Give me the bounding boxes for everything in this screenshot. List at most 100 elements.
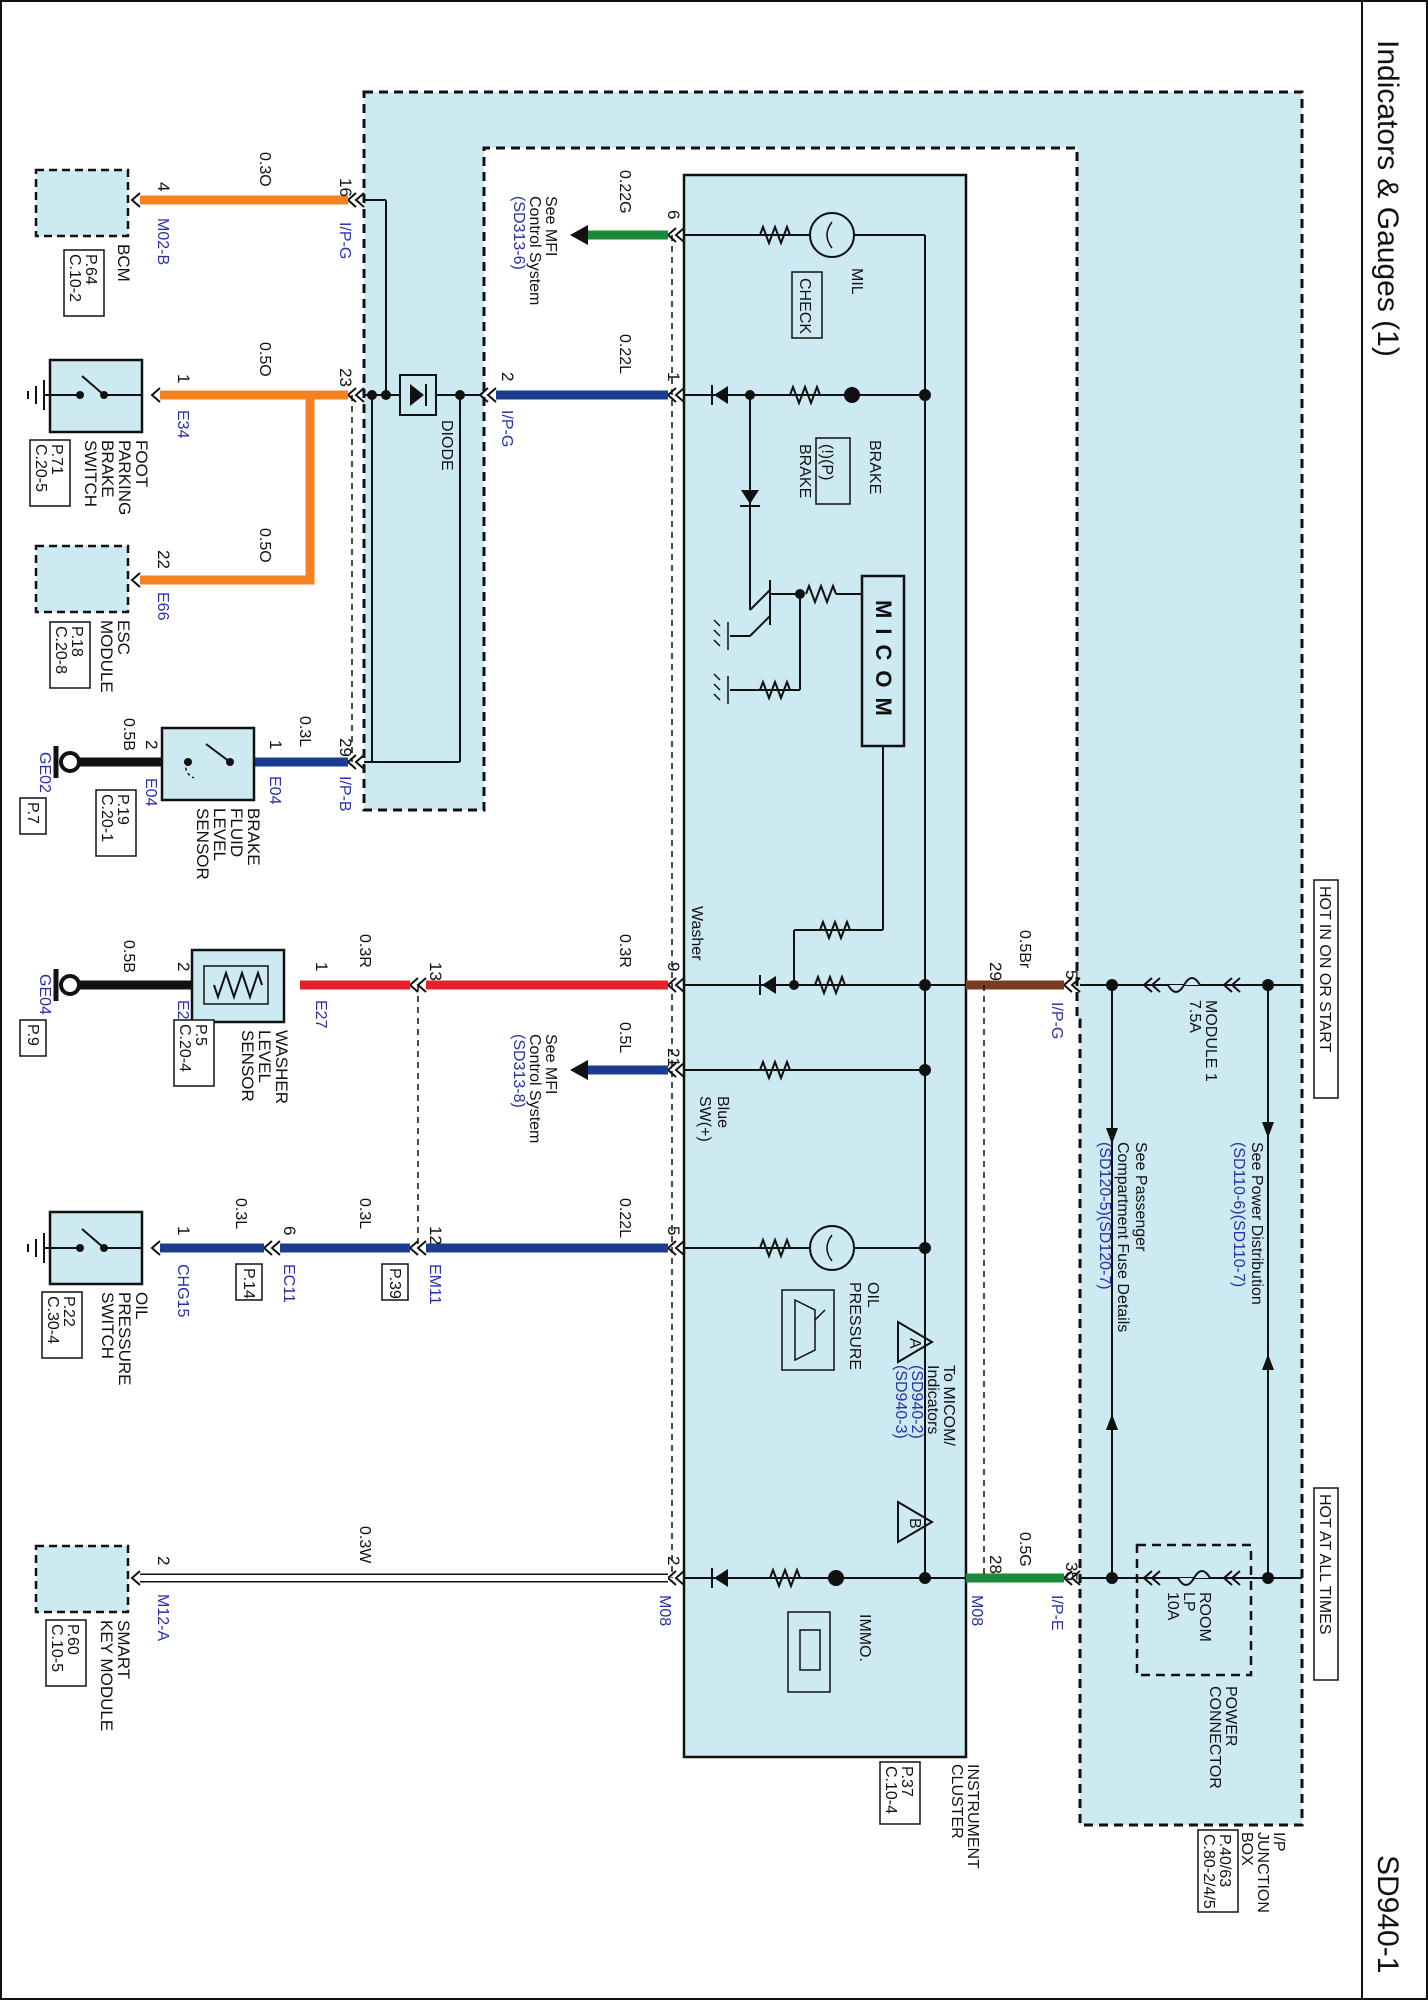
- brake-fluid-ref-box: [95, 789, 137, 857]
- arrow-left-icon: [570, 1060, 588, 1080]
- pin-6: 6: [664, 210, 683, 219]
- pin-1-foot: 1: [174, 374, 193, 383]
- wire-label-0.22l-oil: 0.22L: [616, 1198, 633, 1238]
- connector-chevron-icon: [666, 1240, 685, 1256]
- resistor-icon: [805, 583, 837, 605]
- wire-label-0.3l-ec: 0.3L: [232, 1198, 249, 1229]
- cluster-ref-2: C.10-4: [882, 1766, 899, 1814]
- oil-can-shape: [794, 1298, 826, 1362]
- resistor-icon: [769, 1567, 801, 1589]
- oil-switch-label-3: SWITCH: [98, 1292, 117, 1359]
- pin-1: 1: [664, 372, 683, 381]
- connector-ipb: I/P-B: [336, 776, 353, 812]
- connector-chg15: CHG15: [174, 1264, 191, 1317]
- cluster-ref-box: [879, 1761, 921, 1825]
- wire-label-0.3w: 0.3W: [356, 1526, 373, 1564]
- oil-label-1: OIL: [864, 1282, 881, 1308]
- wire-label-0.22g: 0.22G: [616, 170, 633, 214]
- pin-2-smart: 2: [154, 1556, 173, 1565]
- brake-fluid-label-3: LEVEL: [210, 808, 229, 861]
- pin-1-oil: 1: [174, 1226, 193, 1235]
- ip-junction-label-1: I/P: [1270, 1832, 1287, 1852]
- washer-internal-label: Washer: [688, 906, 705, 961]
- connector-e66: E66: [154, 592, 171, 621]
- diode-icon: [714, 1569, 728, 1587]
- to-micom-ref-1: (SD940-2): [908, 1365, 925, 1439]
- arrow-left-icon: [570, 225, 588, 245]
- ge02-ref-box: [19, 797, 47, 835]
- foot-label-2: PARKING: [115, 440, 134, 515]
- ground-icon: [713, 673, 729, 704]
- ground-icon: [27, 380, 45, 410]
- see-mfi-b-2: Control System: [526, 1034, 543, 1143]
- washer-ref-box: [173, 1019, 215, 1087]
- connector-chevron-icon: [150, 1240, 161, 1256]
- arrow-up-icon: [1106, 1414, 1118, 1430]
- diode-icon: [410, 384, 424, 406]
- blue-sw-label-1: Blue: [714, 1096, 731, 1128]
- see-power-dist-label: See Power Distribution: [1248, 1142, 1265, 1305]
- washer-ref-2: C.20-4: [176, 1024, 193, 1072]
- connector-ipg-16: I/P-G: [336, 222, 353, 259]
- power-connector-box: [1135, 1543, 1253, 1677]
- connector-ipg-supply: I/P-G: [1048, 1002, 1065, 1039]
- hot-on-label: HOT IN ON OR START: [1316, 886, 1333, 1052]
- esc-ref-1: P.18: [68, 626, 85, 657]
- oil-switch-ref-2: C.30-4: [44, 1296, 61, 1344]
- smart-label-2: KEY MODULE: [97, 1620, 116, 1731]
- brake-symbol: (!)(P): [818, 444, 835, 480]
- hot-all-box: [1313, 1487, 1339, 1681]
- blue-sw-label-2: SW(+): [696, 1096, 713, 1142]
- mil-label: MIL: [848, 268, 865, 295]
- switch-arm: [205, 743, 231, 763]
- resistor-icon: [759, 1059, 791, 1081]
- resistor-icon: [814, 974, 846, 996]
- see-mfi-a-2: Control System: [526, 196, 543, 305]
- resistor-icon: [789, 384, 821, 406]
- hot-all-label: HOT AT ALL TIMES: [1316, 1494, 1333, 1635]
- pin-1-brake: 1: [266, 740, 285, 749]
- immo-led-icon: [828, 1570, 844, 1586]
- connector-ipg-brake: I/P-G: [498, 410, 515, 447]
- esc-label-2: MODULE: [97, 620, 116, 693]
- oil-switch-label-2: PRESSURE: [115, 1292, 134, 1386]
- brake-led-icon: [844, 387, 860, 403]
- pin-9: 9: [664, 962, 683, 971]
- connector-m08-b: M08: [968, 1595, 985, 1626]
- wire-label-0.5br: 0.5Br: [1016, 930, 1033, 969]
- ip-junction-label-3: BOX: [1238, 1832, 1255, 1866]
- bcm-module: [34, 168, 130, 238]
- esc-module: [34, 544, 130, 614]
- connector-chevron-icon: [666, 387, 685, 403]
- foot-ref-2: C.20-5: [32, 444, 49, 492]
- immo-car-icon: [787, 1611, 831, 1693]
- see-mfi-a-1: See MFI: [542, 196, 559, 256]
- pin-2: 2: [664, 1556, 683, 1565]
- foot-ref-1: P.71: [48, 444, 65, 475]
- oil-can-icon: [781, 1289, 835, 1371]
- brake-fluid-ref-2: C.20-1: [98, 794, 115, 842]
- em11-ref-box: [381, 1263, 409, 1301]
- ge04-ref: P.9: [24, 1024, 41, 1046]
- pin-23: 23: [336, 368, 355, 387]
- wire-label-0.5g: 0.5G: [1016, 1532, 1033, 1567]
- pin-12: 12: [426, 1226, 445, 1245]
- cluster-name-2: CLUSTER: [948, 1764, 965, 1839]
- resistor-icon: [759, 224, 791, 246]
- diode-icon: [714, 386, 728, 404]
- connector-chevron-icon: [262, 1240, 281, 1256]
- pin-22-esc: 22: [154, 550, 173, 569]
- connector-e27-a: E27: [312, 1000, 329, 1029]
- pin-16: 16: [336, 178, 355, 197]
- ground-icon: [27, 1233, 45, 1263]
- lamp-filament: [826, 1234, 833, 1262]
- ground-icon: [713, 619, 729, 650]
- wire-label-0.3r-washer: 0.3R: [356, 934, 373, 968]
- cluster-name-1: INSTRUMENT: [964, 1764, 981, 1869]
- connector-chevron-icon: [1142, 1570, 1241, 1586]
- bcm-label: BCM: [114, 244, 133, 282]
- wire-0.5o-esc: [140, 390, 348, 585]
- connector-e34: E34: [174, 410, 191, 439]
